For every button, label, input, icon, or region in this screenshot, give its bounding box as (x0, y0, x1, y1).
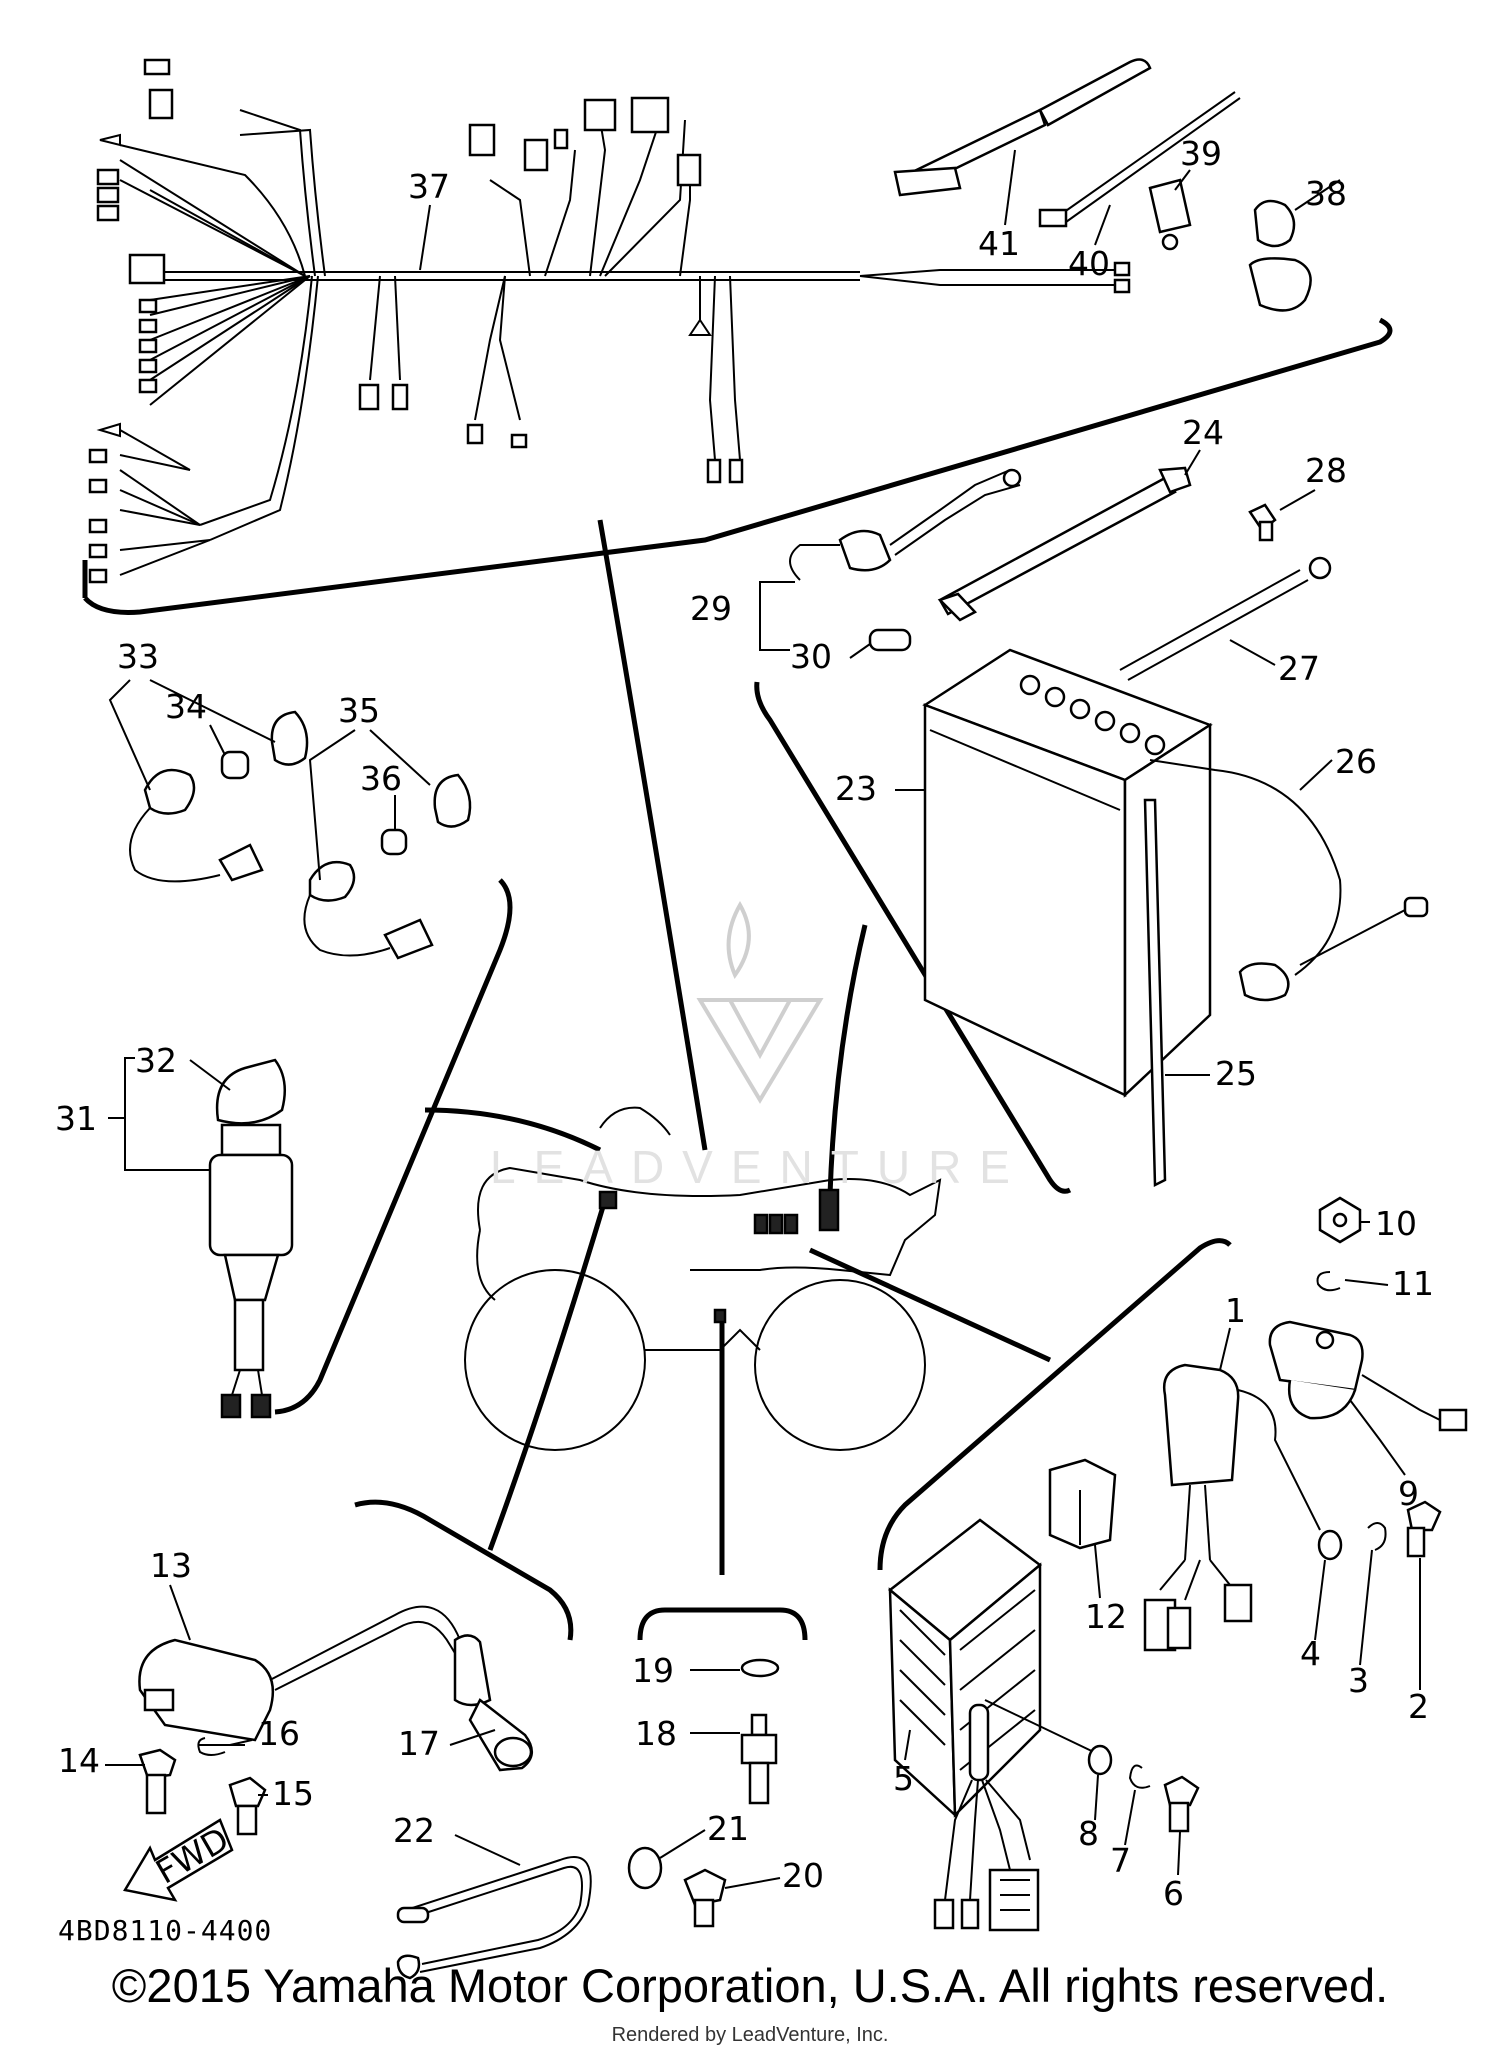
label-leaders (105, 149, 1421, 1889)
fwd-arrow: FWD (123, 1818, 235, 1902)
part-label-28: 28 (1305, 451, 1347, 490)
part-label-18: 18 (635, 1714, 677, 1753)
part-label-6: 6 (1163, 1874, 1184, 1913)
part-label-35: 35 (338, 691, 380, 730)
part-label-32: 32 (135, 1041, 177, 1080)
part-label-27: 27 (1278, 649, 1320, 688)
part-label-37: 37 (408, 167, 450, 206)
part-label-7: 7 (1110, 1841, 1131, 1880)
cdi-hardware (1268, 1196, 1468, 1432)
part-label-40: 40 (1068, 244, 1110, 283)
part-label-22: 22 (393, 1811, 435, 1850)
part-label-39: 39 (1180, 134, 1222, 173)
part-label-1: 1 (1225, 1291, 1246, 1330)
part-label-33: 33 (117, 637, 159, 676)
region-outlines (82, 317, 1393, 1641)
ignition-coil (138, 1605, 533, 1836)
part-label-20: 20 (782, 1856, 824, 1895)
watermark-text: LEADVENTURE (490, 1141, 1028, 1193)
part-label-11: 11 (1392, 1264, 1434, 1303)
part-label-26: 26 (1335, 742, 1377, 781)
part-label-3: 3 (1348, 1661, 1369, 1700)
ground-lead (396, 1856, 592, 1980)
part-labels: 37 41 40 39 38 24 28 29 30 27 23 26 25 3… (55, 134, 1434, 1913)
rendered-by-notice: Rendered by LeadVenture, Inc. (611, 2024, 889, 2046)
part-label-21: 21 (707, 1809, 749, 1848)
part-label-12: 12 (1085, 1597, 1127, 1636)
part-label-9: 9 (1398, 1474, 1419, 1513)
main-switch (208, 1058, 294, 1419)
part-label-8: 8 (1078, 1814, 1099, 1853)
part-label-24: 24 (1182, 413, 1224, 452)
part-label-19: 19 (632, 1651, 674, 1690)
sensor-caps (129, 710, 472, 960)
cable-ties-clamps (893, 58, 1312, 312)
part-label-23: 23 (835, 769, 877, 808)
part-label-14: 14 (58, 1741, 100, 1780)
battery-assembly (922, 648, 1429, 1187)
rectifier-regulator (888, 1518, 1200, 1932)
part-label-36: 36 (360, 759, 402, 798)
part-label-13: 13 (150, 1546, 192, 1585)
watermark-logo (696, 900, 824, 1104)
part-label-34: 34 (165, 687, 207, 726)
motorcycle-silhouette (464, 1106, 942, 1451)
copyright-notice: ©2015 Yamaha Motor Corporation, U.S.A. A… (111, 1959, 1389, 2012)
wire-harness (88, 58, 1131, 584)
part-label-17: 17 (398, 1724, 440, 1763)
relay-fuse-strap (789, 466, 1332, 681)
cdi-unit (1048, 1363, 1442, 1652)
part-label-29: 29 (690, 589, 732, 628)
part-label-41: 41 (978, 224, 1020, 263)
part-label-16: 16 (258, 1714, 300, 1753)
part-label-25: 25 (1215, 1054, 1257, 1093)
part-label-10: 10 (1375, 1204, 1417, 1243)
part-label-4: 4 (1300, 1634, 1321, 1673)
spark-plug-group (627, 1658, 780, 1928)
part-label-30: 30 (790, 637, 832, 676)
part-label-31: 31 (55, 1099, 97, 1138)
part-label-2: 2 (1408, 1687, 1429, 1726)
diagram-code: 4BD8110-4400 (58, 1914, 273, 1947)
leader-lines (424, 519, 1052, 1575)
part-label-38: 38 (1305, 174, 1347, 213)
part-label-15: 15 (272, 1774, 314, 1813)
part-label-5: 5 (893, 1759, 914, 1798)
